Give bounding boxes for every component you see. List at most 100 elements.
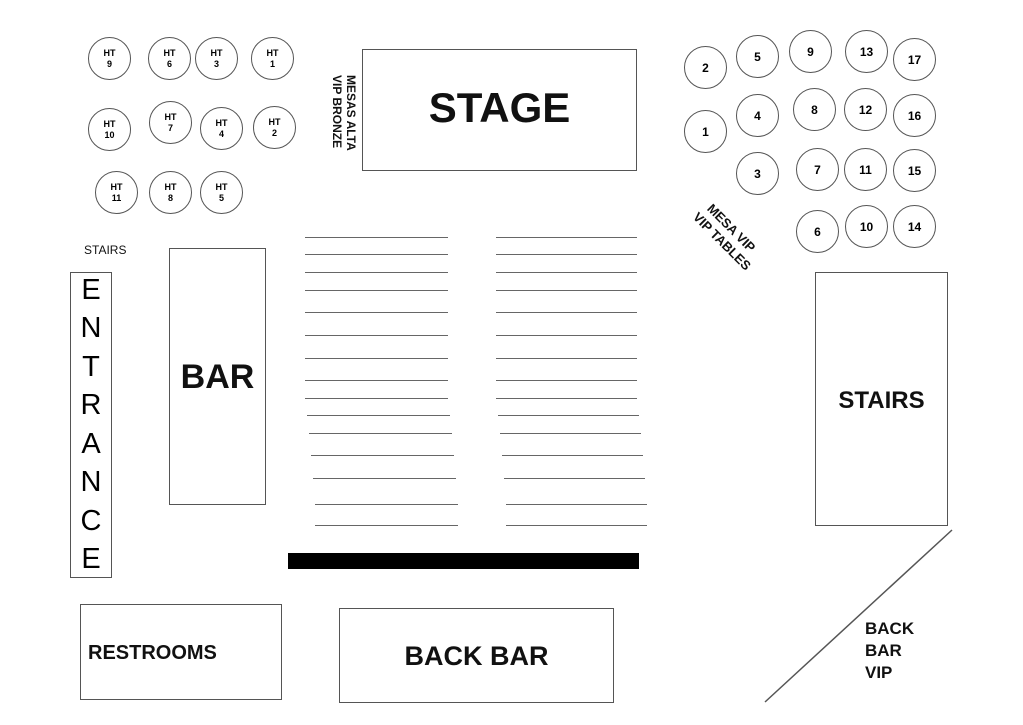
high-table-number: 7 <box>167 122 173 133</box>
high-table-number: 8 <box>167 192 173 203</box>
vip-table-number: 3 <box>754 166 761 181</box>
seating-row-right <box>496 254 637 255</box>
vip-table-number: 7 <box>814 162 821 177</box>
bar-area <box>169 248 266 505</box>
entrance-letter: E <box>81 274 101 306</box>
vip-table-number: 1 <box>702 124 709 139</box>
vip-table-11[interactable]: 11 <box>844 148 887 191</box>
high-table-number: 3 <box>213 58 219 69</box>
vip-table-4[interactable]: 4 <box>736 94 779 137</box>
seating-row-right <box>498 415 639 416</box>
stage-area <box>362 49 637 171</box>
vip-table-number: 13 <box>859 44 874 59</box>
vip-table-number: 5 <box>754 49 761 64</box>
barrier-bar <box>288 553 639 569</box>
seating-row-left <box>305 335 448 336</box>
vip-table-number: 14 <box>907 219 922 234</box>
high-table-prefix: HT <box>164 181 177 192</box>
vip-table-10[interactable]: 10 <box>845 205 888 248</box>
vip-table-17[interactable]: 17 <box>893 38 936 81</box>
seating-row-left <box>315 525 458 526</box>
restrooms-label: RESTROOMS <box>88 642 217 664</box>
vip-table-8[interactable]: 8 <box>793 88 836 131</box>
high-table-number: 11 <box>111 192 122 203</box>
seating-row-left <box>305 312 448 313</box>
seating-row-left <box>305 358 448 359</box>
seating-row-right <box>496 272 637 273</box>
seating-row-right <box>496 380 637 381</box>
vip-table-number: 6 <box>814 224 821 239</box>
vip-table-number: 17 <box>907 52 922 67</box>
seating-row-left <box>305 398 448 399</box>
vip-table-3[interactable]: 3 <box>736 152 779 195</box>
vip-table-7[interactable]: 7 <box>796 148 839 191</box>
vip-table-1[interactable]: 1 <box>684 110 727 153</box>
back-bar-vip-label: BACK BAR VIP <box>865 618 914 684</box>
vip-table-2[interactable]: 2 <box>684 46 727 89</box>
seating-row-left <box>305 290 448 291</box>
high-table-prefix: HT <box>215 117 228 128</box>
seating-row-right <box>506 525 647 526</box>
seating-row-right <box>500 433 641 434</box>
vip-table-6[interactable]: 6 <box>796 210 839 253</box>
back-bar-area <box>339 608 614 703</box>
high-table-prefix: HT <box>215 181 228 192</box>
entrance-letter: N <box>80 466 102 499</box>
seating-row-right <box>496 312 637 313</box>
vip-table-number: 4 <box>754 108 761 123</box>
stairs-area <box>815 272 948 526</box>
vip-table-13[interactable]: 13 <box>845 30 888 73</box>
vip-table-number: 9 <box>807 44 814 59</box>
back-bar-vip-line3: VIP <box>865 663 893 682</box>
entrance-letter: A <box>81 427 101 460</box>
seating-row-right <box>496 398 637 399</box>
vip-table-15[interactable]: 15 <box>893 149 936 192</box>
vip-table-14[interactable]: 14 <box>893 205 936 248</box>
high-table-prefix: HT <box>266 47 279 58</box>
seating-row-right <box>496 237 637 238</box>
vip-table-number: 11 <box>859 162 872 177</box>
high-table-number: 10 <box>104 129 115 140</box>
vip-table-5[interactable]: 5 <box>736 35 779 78</box>
seating-row-right <box>504 478 645 479</box>
back-bar-label: BACK BAR <box>404 641 549 671</box>
vip-table-12[interactable]: 12 <box>844 88 887 131</box>
vip-table-number: 16 <box>907 108 922 123</box>
high-table-number: 4 <box>218 128 224 139</box>
entrance-letter: C <box>80 504 102 537</box>
high-table-number: 9 <box>106 58 112 69</box>
seating-row-left <box>305 380 448 381</box>
vip-table-9[interactable]: 9 <box>789 30 832 73</box>
seating-row-right <box>496 358 637 359</box>
high-table-number: 6 <box>166 58 172 69</box>
seating-row-left <box>307 415 450 416</box>
seating-row-left <box>311 455 454 456</box>
seating-row-right <box>506 504 647 505</box>
stairs-big-label: STAIRS <box>838 387 925 414</box>
entrance-letter: R <box>80 389 102 422</box>
high-table-prefix: HT <box>164 111 177 122</box>
seating-row-left <box>313 478 456 479</box>
vip-table-16[interactable]: 16 <box>893 94 936 137</box>
seating-row-left <box>305 237 448 238</box>
